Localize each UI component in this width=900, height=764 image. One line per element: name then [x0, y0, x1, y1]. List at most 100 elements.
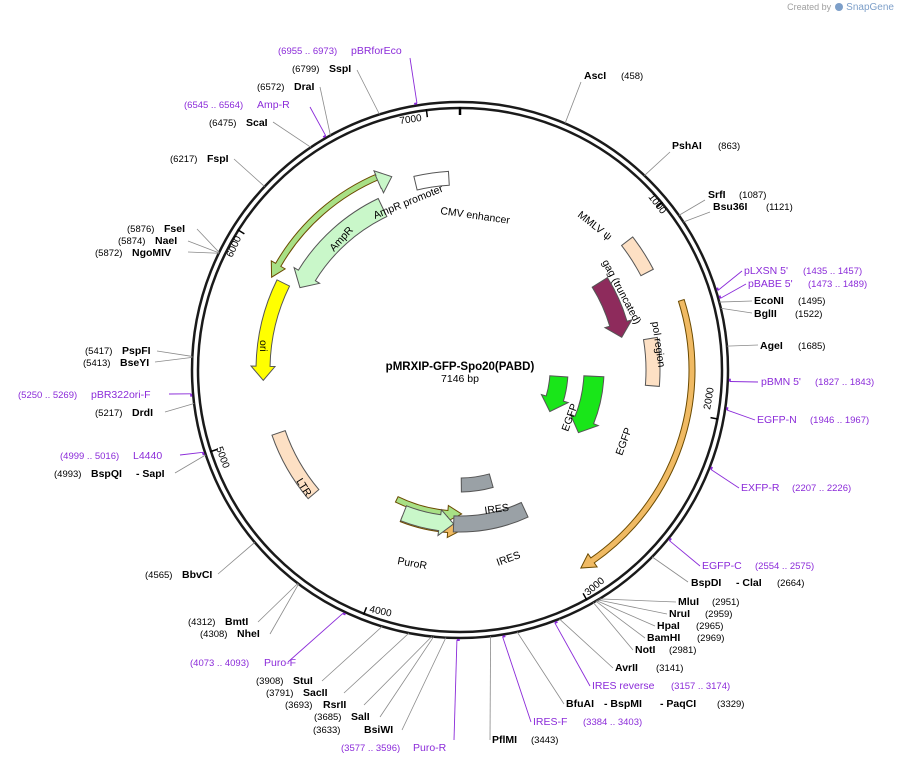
site-asci-pos: (458) [621, 71, 643, 82]
leader-line-25 [164, 403, 195, 413]
orf-gag-pol [579, 298, 696, 569]
site-pshai: PshAI [672, 140, 702, 152]
site-hpai-pos: (2965) [696, 621, 723, 632]
primer-amp-r-pos: (6545 .. 6564) [184, 100, 243, 111]
primer-pbrforeco: pBRforEco [351, 45, 402, 57]
leader-line-17 [379, 636, 434, 718]
site-asci: AscI [584, 70, 606, 82]
site-sspi-pos: (6799) [292, 64, 319, 75]
site-drai-pos: (6572) [257, 82, 284, 93]
site-nhei-pos: (4308) [200, 629, 227, 640]
primer-ires-f-pos: (3384 .. 3403) [583, 717, 642, 728]
feature-label-egfp-outer: EGFP [614, 426, 635, 457]
site-sapi: - SapI [136, 468, 165, 480]
primer-mark-ires-reverse [554, 620, 558, 624]
primer-mark-egfp-n-leader [726, 409, 756, 421]
primer-mark-egfp-c-leader [669, 540, 701, 567]
leader-line-26 [154, 357, 193, 363]
primer-mark-exfp-r [710, 466, 713, 470]
site-sacii: SacII [303, 687, 328, 699]
primer-puro-f: Puro-F [264, 657, 296, 669]
feature-shapes [249, 169, 661, 537]
site-bbvci-pos: (4565) [145, 570, 172, 581]
site-scai: ScaI [246, 117, 268, 129]
primer-mark-amp-r [322, 134, 327, 139]
primer-marks [168, 57, 759, 741]
site-pflmi: PflMI [492, 734, 517, 746]
site-nrui-pos: (2959) [705, 609, 732, 620]
tick-mark-5000 [209, 448, 218, 453]
site-fsei: FseI [164, 223, 185, 235]
site-stui: StuI [293, 675, 313, 687]
primer-pbabe5: pBABE 5' [748, 278, 793, 290]
leader-line-30 [196, 228, 220, 253]
leader-line-1 [644, 151, 671, 176]
site-econi-pos: (1495) [798, 296, 825, 307]
site-rsrii: RsrII [323, 699, 346, 711]
site-agei-pos: (1685) [798, 341, 825, 352]
leader-line-0 [564, 81, 582, 124]
leader-line-5 [720, 307, 753, 314]
site-clai-pos: (2664) [777, 578, 804, 589]
site-bseyi-pos: (5413) [83, 358, 110, 369]
primer-mark-ires-reverse-leader [554, 622, 591, 687]
site-stui-pos: (3908) [256, 676, 283, 687]
credit-brand: SnapGene [846, 2, 894, 13]
tick-mark-1000 [655, 201, 664, 208]
site-econi: EcoNI [754, 295, 784, 307]
site-drdi: DrdI [132, 407, 153, 419]
leader-line-18 [363, 636, 433, 706]
feature-shape-ampr-promoter [373, 169, 393, 194]
site-bsu36i-pos: (1121) [766, 202, 793, 213]
site-nhei: NheI [237, 628, 260, 640]
feature-label-puror: PuroR [396, 555, 428, 572]
site-mlui: MluI [678, 596, 699, 608]
feature-shape-ampr [293, 197, 388, 289]
site-avrii: AvrII [615, 662, 638, 674]
site-scai-pos: (6475) [209, 118, 236, 129]
site-labels: AscI (458) PshAI (863) SrfI (1087) Bsu36… [18, 45, 874, 754]
leader-line-11 [595, 600, 646, 639]
label-leader-lines [154, 69, 759, 741]
site-bmti-pos: (4312) [188, 617, 215, 628]
tick-mark-2000 [710, 416, 719, 420]
primer-mark-exfp-r-leader [710, 469, 740, 489]
leader-line-29 [187, 240, 220, 254]
snapgene-logo-icon [834, 3, 843, 11]
primer-mark-ires-f-leader [502, 636, 532, 723]
site-sali: SalI [351, 711, 370, 723]
primer-plxsn5: pLXSN 5' [744, 265, 788, 277]
site-agei: AgeI [760, 340, 783, 352]
leader-line-33 [319, 86, 331, 136]
site-naei: NaeI [155, 235, 177, 247]
snapgene-credit: Created by SnapGene [787, 2, 894, 13]
site-bfuai: BfuAI [566, 698, 594, 710]
site-sali-pos: (3685) [314, 712, 341, 723]
site-bspmi: - BspMI [604, 698, 642, 710]
site-bmti: BmtI [225, 616, 248, 628]
primer-pbr322ori-f-pos: (5250 .. 5269) [18, 390, 77, 401]
primer-exfp-r-pos: (2207 .. 2226) [792, 483, 851, 494]
primer-egfp-c: EGFP-C [702, 560, 742, 572]
leader-line-10 [596, 600, 656, 627]
tick-label-7000: 7000 [399, 113, 423, 127]
primer-l4440-pos: (4999 .. 5016) [60, 451, 119, 462]
primer-ires-reverse-pos: (3157 .. 3174) [671, 681, 730, 692]
primer-mark-pbrforeco-leader [409, 57, 418, 104]
leader-line-8 [599, 598, 677, 603]
feature-label-ires-inner: IRES [484, 502, 510, 517]
feature-label-ires-outer: IRES [495, 549, 522, 569]
site-hpai: HpaI [657, 620, 680, 632]
primer-puro-r-pos: (3577 .. 3596) [341, 743, 400, 754]
primer-pbmn5: pBMN 5' [761, 376, 801, 388]
tick-mark-6000 [237, 228, 245, 235]
primer-pbmn5-pos: (1827 .. 1843) [815, 377, 874, 388]
primer-mark-pbabe5 [718, 295, 722, 299]
leader-line-28 [187, 251, 219, 254]
site-paqci: - PaqCI [660, 698, 696, 710]
primer-pbabe5-pos: (1473 .. 1489) [808, 279, 867, 290]
site-drai: DraI [294, 81, 315, 93]
tick-mark-3000 [582, 592, 588, 601]
site-bspdi: BspDI [691, 577, 721, 589]
